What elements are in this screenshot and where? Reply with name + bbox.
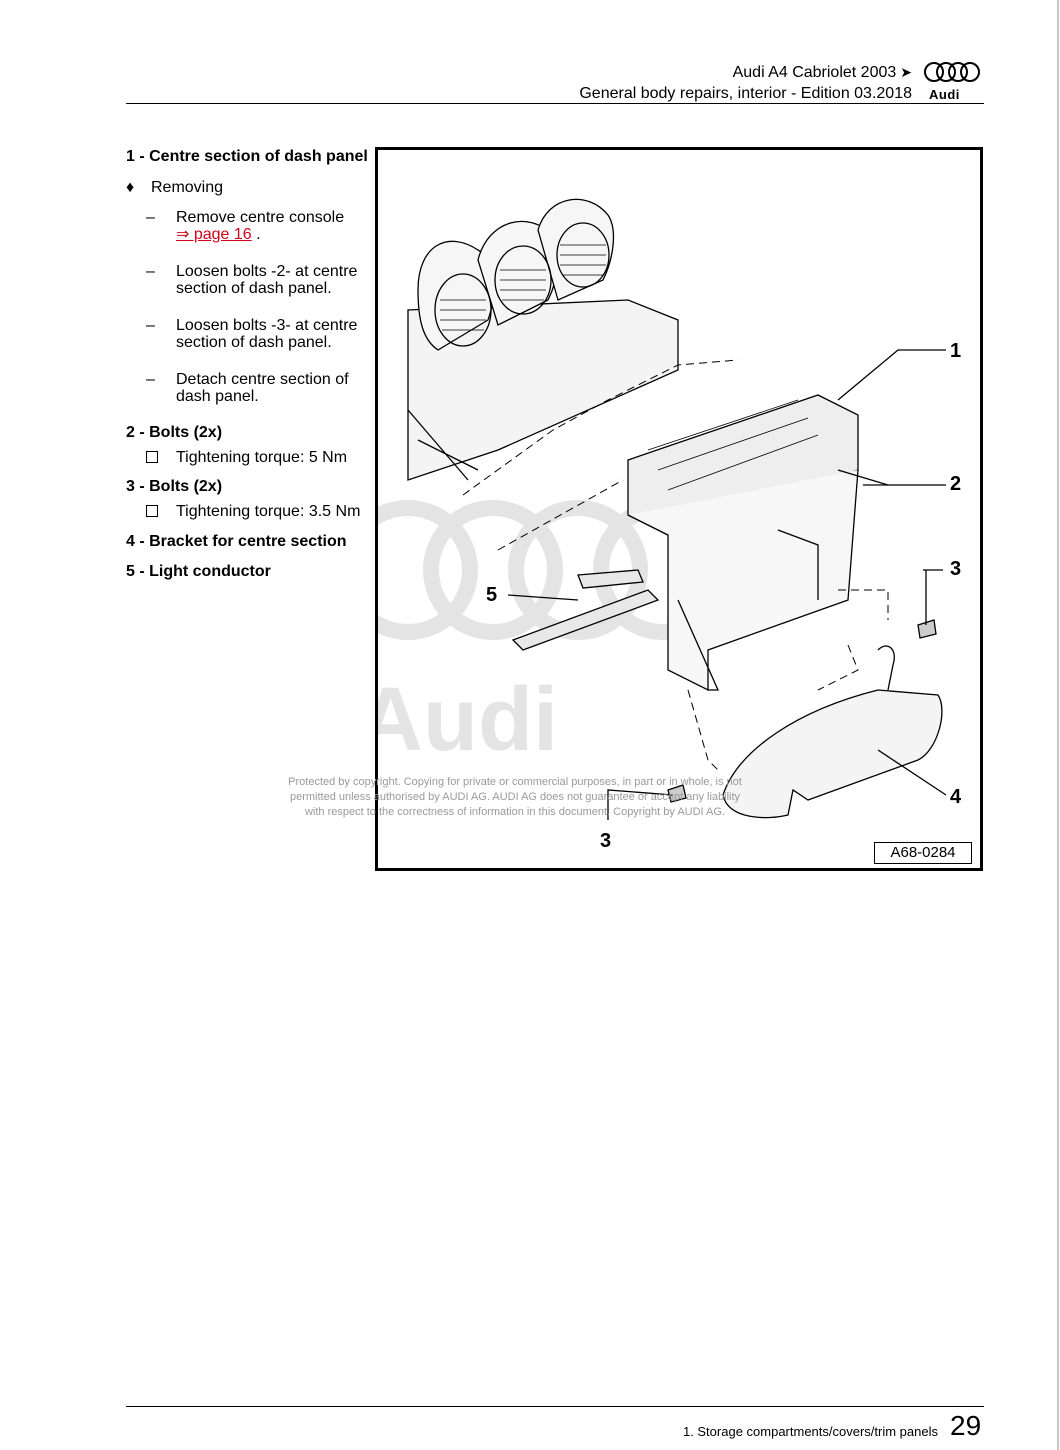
callout-2: 2 <box>950 473 962 495</box>
item-5-heading: 5 - Light conductor <box>126 563 271 580</box>
item-3-heading: 3 - Bolts (2x) <box>126 478 223 495</box>
manual-subtitle: General body repairs, interior - Edition… <box>579 85 912 102</box>
dash-bullet-icon: – <box>146 371 155 388</box>
dash-bullet-icon: – <box>146 317 155 334</box>
item-2-heading: 2 - Bolts (2x) <box>126 424 223 441</box>
callout-3-lower: 3 <box>600 830 612 852</box>
footer-rule <box>126 1406 984 1407</box>
list-item: – Remove centre console⇒ page 16 . <box>146 209 345 243</box>
list-item: – Loosen bolts -2- at centre section of … <box>146 263 358 297</box>
diamond-bullet-icon: ♦ <box>126 179 135 196</box>
footer-section: 1. Storage compartments/covers/trim pane… <box>682 1424 938 1439</box>
page-number: 29 <box>950 1410 982 1441</box>
callout-4: 4 <box>950 786 962 808</box>
page-link[interactable]: ⇒ page 16 <box>176 226 252 243</box>
list-item: – Detach centre section of dash panel. <box>146 371 349 405</box>
next-arrow-icon[interactable]: ➤ <box>900 64 912 80</box>
watermark-brand: Audi <box>378 670 558 770</box>
list-item: – Loosen bolts -3- at centre section of … <box>146 317 358 351</box>
list-item: Tightening torque: 5 Nm <box>126 449 368 466</box>
audi-rings-logo-icon <box>924 62 980 82</box>
item-1-heading: 1 - Centre section of dash panel <box>126 148 368 165</box>
callout-3: 3 <box>950 558 962 580</box>
list-item: ♦ Removing <box>126 179 224 196</box>
exploded-view-figure: Audi <box>375 147 983 871</box>
callout-1: 1 <box>950 340 962 362</box>
list-item: Tightening torque: 3.5 Nm <box>126 503 368 520</box>
figure-id: A68-0284 <box>874 842 972 864</box>
callout-5: 5 <box>486 584 498 606</box>
dash-bullet-icon: – <box>146 263 155 280</box>
page-edge <box>1057 0 1059 1450</box>
checkbox-icon <box>146 451 158 463</box>
dash-panel-illustration: Audi <box>378 198 947 820</box>
manual-title: Audi A4 Cabriolet 2003 <box>732 64 897 81</box>
page-header: Audi A4 Cabriolet 2003➤ General body rep… <box>579 62 912 104</box>
dash-bullet-icon: – <box>146 209 155 226</box>
checkbox-icon <box>146 505 158 517</box>
header-rule <box>126 103 984 104</box>
copyright-watermark: Protected by copyright. Copying for priv… <box>288 776 742 818</box>
item-4-heading: 4 - Bracket for centre section <box>126 533 347 550</box>
audi-logo-wordmark: Audi <box>929 87 960 102</box>
parts-list: 1 - Centre section of dash panel ♦ Remov… <box>126 148 368 580</box>
